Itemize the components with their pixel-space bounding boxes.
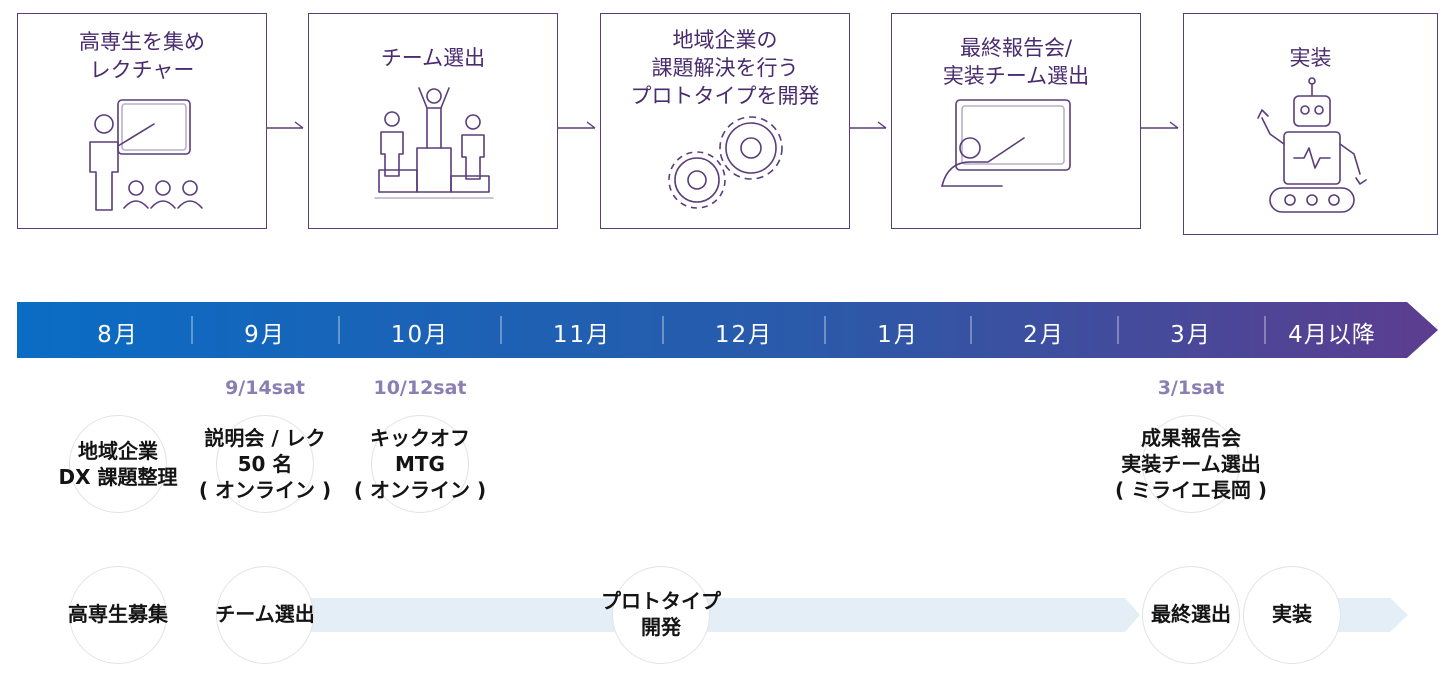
- month-label: 2月: [1023, 322, 1065, 348]
- month-label: 3月: [1170, 322, 1212, 348]
- event-final-report: 成果報告会 実装チーム選出 ( ミライエ長岡 ): [1114, 426, 1268, 502]
- month-label: 8月: [97, 322, 139, 348]
- month-label: 4月以降: [1288, 322, 1376, 348]
- step-final-report: 最終報告会/ 実装チーム選出: [891, 13, 1141, 229]
- month-label: 10月: [390, 322, 450, 348]
- step-title: チーム選出: [380, 46, 486, 70]
- month-label: 12月: [714, 322, 774, 348]
- month-label: 9月: [244, 322, 286, 348]
- phase-recruit: 高専生募集: [68, 602, 168, 626]
- step-title: 地域企業の 課題解決を行う プロトタイプを開発: [630, 28, 820, 108]
- date-label: 10/12sat: [373, 377, 467, 399]
- timeline-arrow: [17, 302, 1438, 358]
- phase-circle: [1243, 566, 1341, 664]
- phase-team-selection: チーム選出: [215, 602, 315, 626]
- date-label: 3/1sat: [1157, 377, 1225, 399]
- date-label: 9/14sat: [225, 377, 305, 399]
- step-title: 高専生を集め レクチャー: [79, 30, 205, 82]
- event-circle: [371, 415, 469, 513]
- month-label: 11月: [552, 322, 612, 348]
- event-kickoff: キックオフ MTG ( オンライン ): [353, 426, 487, 502]
- phase-circle: [612, 566, 710, 664]
- phase-circle: [69, 566, 167, 664]
- step-title: 最終報告会/ 実装チーム選出: [942, 36, 1090, 88]
- step-lecture: 高専生を集め レクチャー: [17, 13, 267, 229]
- connector-arrow: [267, 121, 304, 129]
- team-selection-icon: [374, 87, 494, 199]
- event-dx-issue: 地域企業 DX 課題整理: [58, 439, 178, 489]
- gears-icon: [668, 116, 783, 209]
- phase-circle: [216, 566, 314, 664]
- event-briefing: 説明会 / レク 50 名 ( オンライン ): [198, 426, 332, 502]
- event-circle: [69, 415, 167, 513]
- step-prototype: 地域企業の 課題解決を行う プロトタイプを開発: [600, 13, 850, 229]
- event-circle: [216, 415, 314, 513]
- lecture-icon: [89, 99, 203, 211]
- event-circle: [1142, 415, 1240, 513]
- phase-prototype: プロトタイプ 開発: [601, 589, 721, 639]
- step-team-selection: チーム選出: [308, 13, 558, 229]
- presentation-icon: [941, 99, 1071, 187]
- phase-implementation: 実装: [1272, 602, 1312, 626]
- month-label: 1月: [877, 322, 919, 348]
- connector-arrow: [850, 121, 887, 129]
- step-title: 実装: [1289, 46, 1332, 70]
- phase-circle: [1142, 566, 1240, 664]
- robot-icon: [1257, 77, 1367, 213]
- step-implementation: 実装: [1183, 13, 1438, 235]
- phase-final-selection: 最終選出: [1151, 602, 1231, 626]
- connector-arrow: [1141, 121, 1179, 129]
- connector-arrow: [558, 121, 596, 129]
